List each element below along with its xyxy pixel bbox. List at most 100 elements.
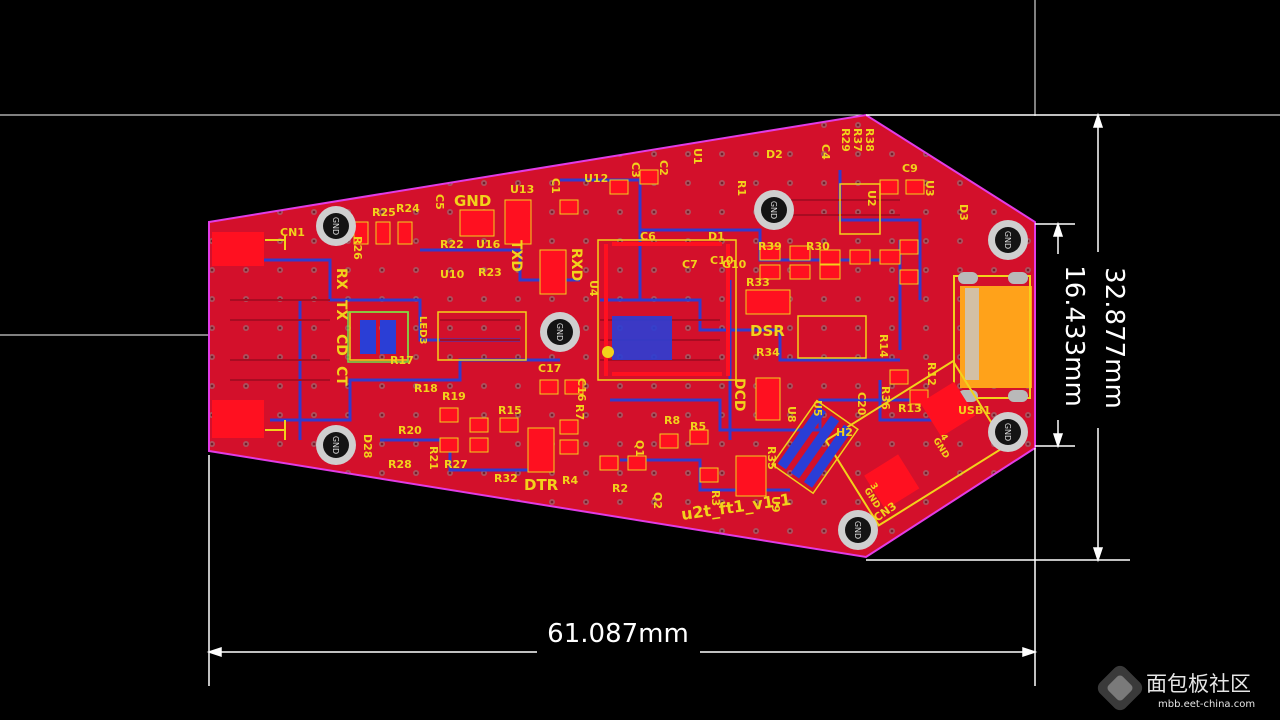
hole-net-label: GND [853, 521, 862, 539]
designator-label: C6 [640, 230, 656, 243]
designator-label: C5 [433, 194, 446, 210]
designator-label: R7 [573, 404, 586, 420]
designator-label: R3 [709, 490, 722, 506]
designator-label: R12 [925, 362, 938, 386]
designator-label: R30 [806, 240, 830, 253]
designator-label: R35 [765, 446, 778, 470]
designator-label: R39 [758, 240, 782, 253]
watermark-logo-icon [1097, 665, 1143, 711]
designator-label: R18 [414, 382, 438, 395]
designator-label: D1 [708, 230, 725, 243]
designator-label: R38 [863, 128, 876, 152]
dsr-label: DSR [750, 322, 785, 340]
mounting-hole: GND [754, 190, 794, 230]
edge-connector-pads [212, 232, 264, 438]
smd-pads [353, 169, 929, 497]
designator-label: C2 [657, 160, 670, 176]
designator-label: R2 [612, 482, 628, 495]
mounting-hole: GND [988, 220, 1028, 260]
watermark: 面包板社区 mbb.eet-china.com [1097, 665, 1255, 711]
designator-label: R33 [746, 276, 770, 289]
designator-label: R22 [440, 238, 464, 251]
designator-label: C7 [682, 258, 698, 271]
designator-label: G10 [722, 258, 747, 271]
hole-net-label: GND [1003, 423, 1012, 441]
designator-label: R27 [444, 458, 468, 471]
designator-label: R13 [898, 402, 922, 415]
designator-label: R29 [839, 128, 852, 152]
designator-label: U12 [584, 172, 608, 185]
hole-net-label: GND [555, 323, 564, 341]
hole-net-label: GND [769, 201, 778, 219]
designator-label: D3 [957, 204, 970, 221]
designator-label: R17 [390, 354, 414, 367]
height-dimension-label: 32.877mm [1099, 267, 1129, 409]
txd-label: TXD [508, 240, 524, 272]
designator-label: R37 [851, 128, 864, 152]
designator-label: R20 [398, 424, 422, 437]
watermark-title: 面包板社区 [1146, 672, 1251, 696]
designator-label: R24 [396, 202, 420, 215]
designator-label: U8 [785, 406, 798, 423]
cn1-label: CN1 [280, 226, 305, 239]
rxd-label: RXD [568, 248, 584, 281]
dimension-lines [206, 112, 1130, 686]
designator-label: D2 [766, 148, 783, 161]
designator-label: C17 [538, 362, 561, 375]
designator-label: U16 [476, 238, 501, 251]
cn3-pin3-label: 3 [867, 481, 879, 492]
width-dimension-label: 61.087mm [547, 619, 689, 649]
mounting-hole: GND [316, 206, 356, 246]
designator-label: R25 [372, 206, 396, 219]
designator-label: U10 [440, 268, 465, 281]
designator-label: C3 [629, 162, 642, 178]
hole-net-label: GND [1003, 231, 1012, 249]
designator-label: C9 [902, 162, 918, 175]
designator-label: R23 [478, 266, 502, 279]
designator-label: C20 [855, 392, 868, 416]
designator-label: U5 [811, 400, 824, 417]
designator-label: R4 [562, 474, 578, 487]
rx-label: RX [333, 268, 349, 290]
designator-label: R14 [877, 334, 890, 358]
ic-pins [604, 242, 730, 376]
designator-label: R5 [690, 420, 706, 433]
designator-label: R34 [756, 346, 780, 359]
cd-label: CD [333, 334, 349, 356]
designator-label: R1 [735, 180, 748, 196]
watermark-url: mbb.eet-china.com [1158, 699, 1255, 710]
dtr-label: DTR [524, 476, 559, 494]
designator-label: H2 [836, 426, 853, 439]
designator-label: U9 [769, 496, 782, 513]
designator-label: U3 [923, 180, 936, 197]
ct-label: CT [333, 366, 349, 386]
designator-label: R26 [351, 236, 364, 260]
designator-label: Q2 [651, 492, 664, 509]
designator-label: U13 [510, 183, 534, 196]
dcd-label: DCD [731, 378, 747, 412]
hole-net-label: GND [331, 436, 340, 454]
mounting-hole: GND [988, 412, 1028, 452]
designator-label: R19 [442, 390, 466, 403]
cn3-connector [824, 359, 1008, 527]
designator-label: R15 [498, 404, 522, 417]
h2-header [771, 399, 859, 495]
designator-label: U4 [587, 280, 600, 297]
usb1-label: USB1 [958, 404, 991, 417]
designator-label: R8 [664, 414, 680, 427]
designator-label: R32 [494, 472, 518, 485]
mounting-holes: GND GND GND GND GND GND GND [316, 190, 1028, 550]
usb-height-dimension-label: 16.433mm [1059, 265, 1089, 407]
designator-label: D28 [361, 434, 374, 458]
gnd-label: GND [454, 192, 491, 210]
tx-label: TX [333, 300, 349, 321]
pcb-board: 3 GND 4 GND [209, 115, 1035, 557]
led-label: LED3 [417, 316, 428, 345]
designator-label: Q1 [633, 440, 646, 457]
cn3-pin4-label: 4 [937, 432, 949, 443]
designator-label: C10 [710, 254, 734, 267]
designator-label: R36 [879, 386, 892, 410]
mounting-hole: GND [316, 425, 356, 465]
designator-label: U1 [691, 148, 704, 165]
